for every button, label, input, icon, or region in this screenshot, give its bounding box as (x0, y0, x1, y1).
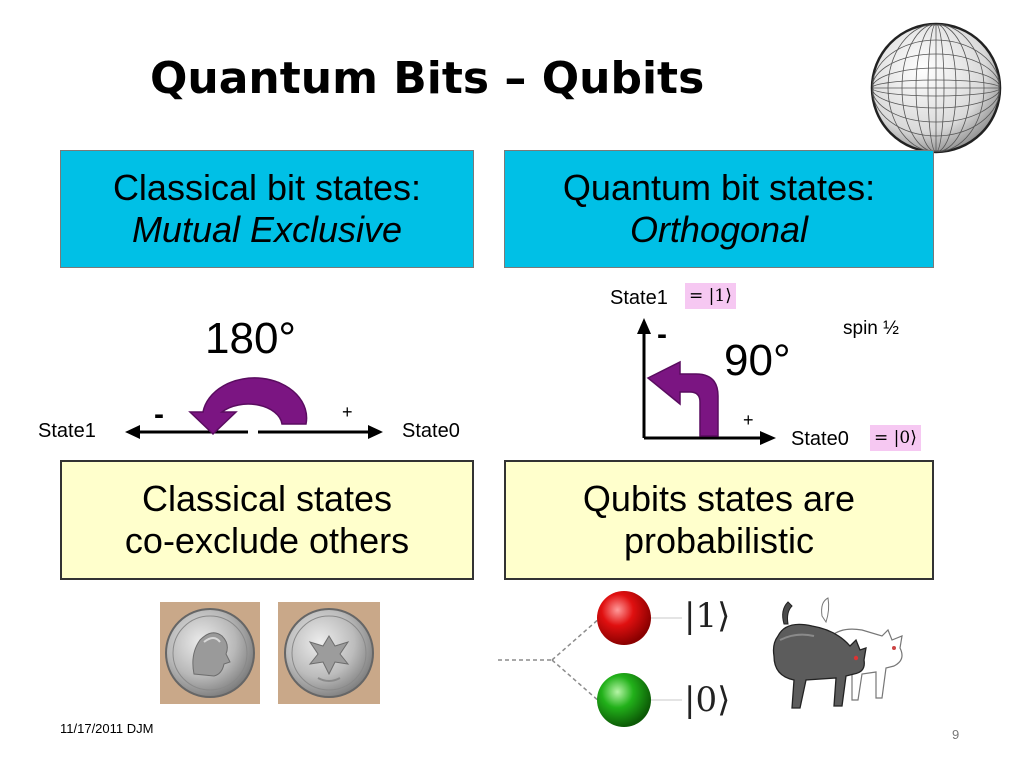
cats-image (772, 597, 903, 709)
ket-zero-label: = |0⟩ (870, 425, 921, 451)
classical-note-box: Classical states co-exclude others (60, 460, 474, 580)
quantum-header-line1: Quantum bit states: (562, 166, 876, 208)
classical-state1-label: State1 (38, 420, 96, 442)
classical-minus-label: - (154, 398, 164, 431)
classical-note-line1: Classical states (141, 477, 393, 519)
classical-header-box: Classical bit states: Mutual Exclusive (60, 150, 474, 268)
quantum-angle-label: 90° (724, 336, 791, 385)
classical-header-line1: Classical bit states: (112, 166, 422, 208)
quantum-note-box: Qubits states are probabilistic (504, 460, 934, 580)
quantum-note-line2: probabilistic (623, 520, 815, 561)
quantum-note-line1: Qubits states are (582, 477, 856, 519)
quantum-minus-label: - (657, 318, 667, 351)
curved-arrow-icon (188, 377, 308, 436)
classical-note-line2: co-exclude others (124, 520, 410, 561)
classical-plus-label: + (342, 402, 353, 422)
coin-tails-image (278, 602, 380, 704)
ket-one-label: = |1⟩ (685, 283, 736, 309)
red-ball-icon (597, 591, 651, 645)
classical-angle-label: 180° (205, 314, 297, 363)
quantum-state1-label: State1 (610, 287, 668, 309)
classical-header-line2: Mutual Exclusive (131, 209, 403, 250)
classical-state0-label: State0 (402, 420, 460, 442)
green-ball-icon (597, 673, 651, 727)
quantum-plus-label: + (743, 410, 754, 430)
slide-title: Quantum Bits – Qubits (150, 53, 705, 104)
page-number: 9 (952, 727, 960, 742)
quantum-header-line2: Orthogonal (629, 209, 809, 250)
bent-arrow-icon (646, 360, 719, 437)
ket-one-diagram-label: |1⟩ (684, 596, 731, 636)
ket-zero-diagram-label: |0⟩ (684, 680, 731, 720)
globe-icon (870, 22, 1002, 154)
quantum-state0-label: State0 (791, 428, 849, 450)
quantum-header-box: Quantum bit states: Orthogonal (504, 150, 934, 268)
footer-date: 11/17/2011 DJM (60, 721, 154, 736)
coin-heads-image (160, 602, 260, 704)
spin-label: spin ½ (843, 318, 899, 339)
